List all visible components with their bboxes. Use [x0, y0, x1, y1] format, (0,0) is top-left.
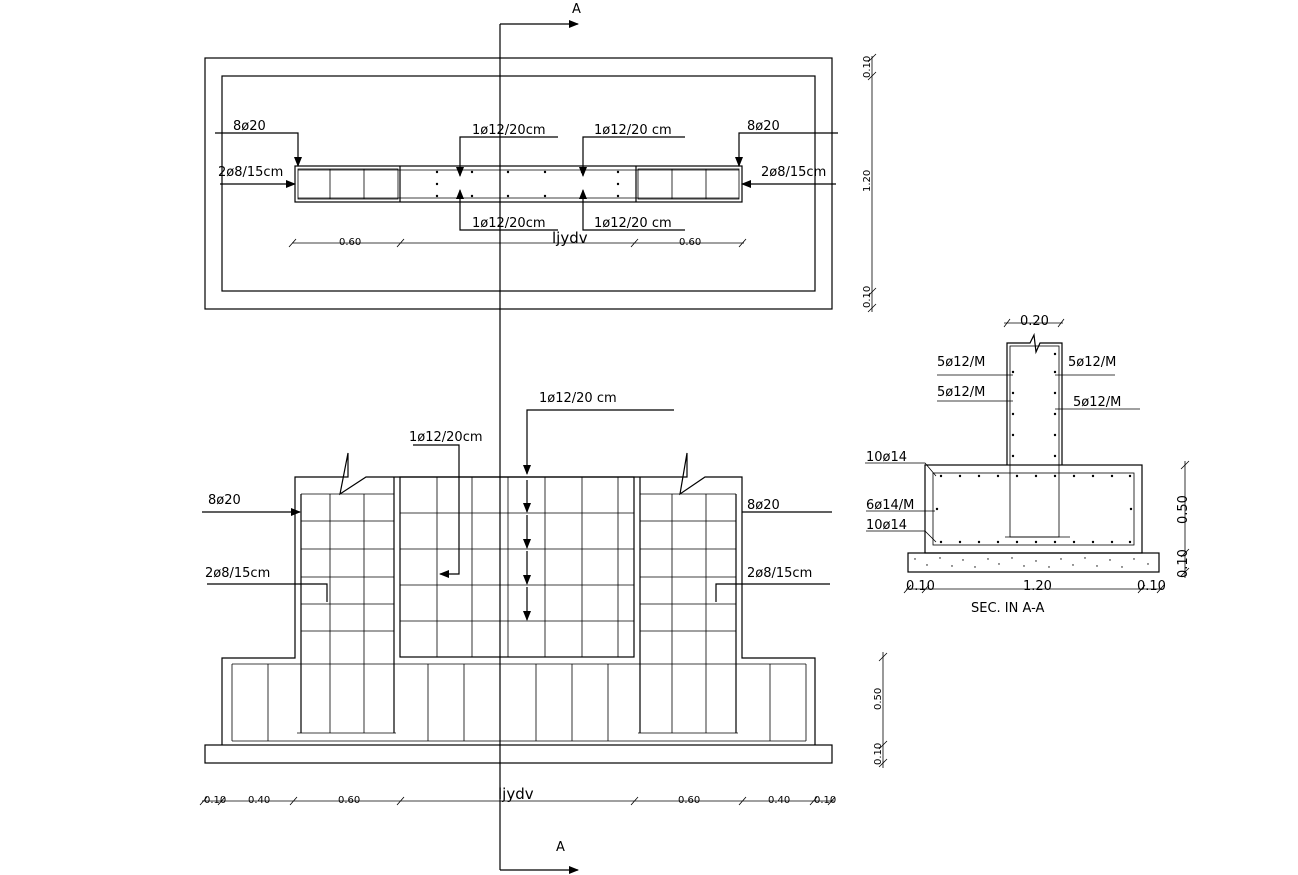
- plan-label-left-top-bar: 8ø20: [233, 119, 266, 134]
- elev-label-left-top-bar: 8ø20: [208, 493, 241, 508]
- plan-dim-v-top: 0.10: [862, 56, 873, 78]
- plan-dim-v-bot: 0.10: [862, 286, 873, 308]
- sec-label-r2: 5ø12/M: [1073, 395, 1121, 410]
- sec-dim-left: 0.10: [906, 579, 935, 594]
- sec-label-top-bars: 10ø14: [866, 450, 907, 465]
- plan-label-top-mid-b: 1ø12/20 cm: [594, 123, 672, 138]
- plan-label-right-stirrup: 2ø8/15cm: [761, 165, 826, 180]
- sec-dim-mid: 1.20: [1023, 579, 1052, 594]
- sec-dim-col-width: 0.20: [1020, 314, 1049, 329]
- elev-dim-v-top: 0.50: [873, 688, 884, 710]
- sec-dim-v-top: 0.50: [1176, 495, 1191, 524]
- plan-dim-left: 0.60: [339, 237, 361, 248]
- sec-title: SEC. IN A-A: [971, 601, 1045, 616]
- plan-label-top-mid-a: 1ø12/20cm: [472, 123, 546, 138]
- plan-dim-right: 0.60: [679, 237, 701, 248]
- section-a-a: [865, 318, 1190, 594]
- section-marker-top: A: [572, 2, 581, 17]
- sec-label-l1: 5ø12/M: [937, 355, 985, 370]
- sec-dim-right: 0.10: [1137, 579, 1166, 594]
- elev-label-left-stirrup: 2ø8/15cm: [205, 566, 270, 581]
- plan-beam-name: ljydv: [552, 229, 588, 247]
- elev-dim-2: 0.40: [248, 795, 270, 806]
- section-cut-line: [499, 20, 579, 874]
- elev-dim-3: 0.60: [338, 795, 360, 806]
- sec-label-r1: 5ø12/M: [1068, 355, 1116, 370]
- elev-label-mid-bar: 1ø12/20cm: [409, 430, 483, 445]
- section-marker-bottom: A: [556, 840, 565, 855]
- plan-view: [204, 53, 877, 313]
- elev-label-right-top-bar: 8ø20: [747, 498, 780, 513]
- plan-label-left-stirrup: 2ø8/15cm: [218, 165, 283, 180]
- sec-label-bot-bars: 10ø14: [866, 518, 907, 533]
- plan-dim-v-mid: 1.20: [862, 170, 873, 192]
- sec-label-mid-bars: 6ø14/M: [866, 498, 914, 513]
- plan-label-bot-mid-b: 1ø12/20 cm: [594, 216, 672, 231]
- elev-dim-1: 0.10: [204, 795, 226, 806]
- plan-label-right-top-bar: 8ø20: [747, 119, 780, 134]
- plan-label-bot-mid-a: 1ø12/20cm: [472, 216, 546, 231]
- sec-dim-v-bot: 0.10: [1176, 549, 1191, 578]
- elevation-view: [199, 409, 888, 806]
- elev-beam-name: ljydv: [498, 785, 534, 803]
- elev-dim-5: 0.40: [768, 795, 790, 806]
- elev-dim-4: 0.60: [678, 795, 700, 806]
- elev-dim-6: 0.10: [814, 795, 836, 806]
- elev-label-right-stirrup: 2ø8/15cm: [747, 566, 812, 581]
- elev-label-vertical-bar: 1ø12/20 cm: [539, 391, 617, 406]
- sec-label-l2: 5ø12/M: [937, 385, 985, 400]
- elev-dim-v-bot: 0.10: [873, 743, 884, 765]
